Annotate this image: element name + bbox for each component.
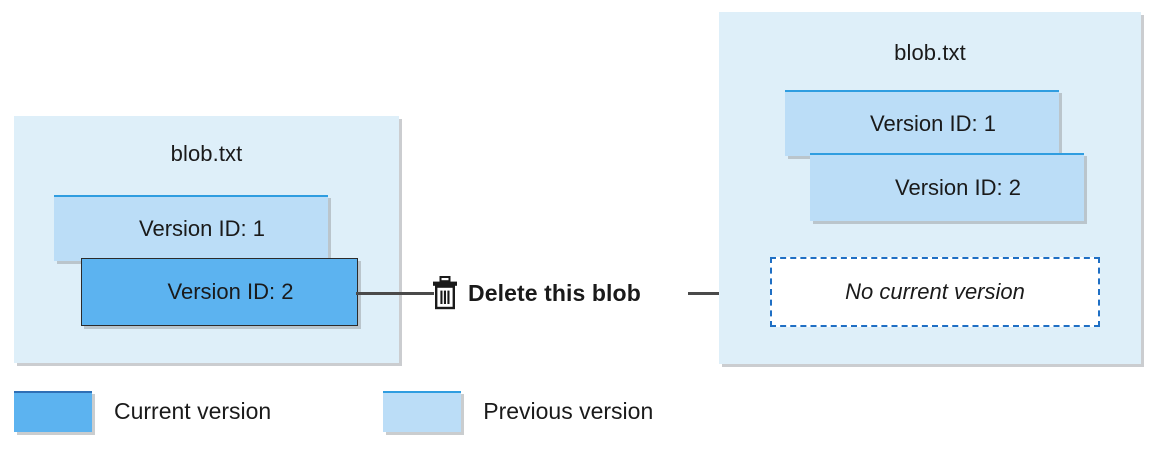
legend-item-current-version: Current version bbox=[14, 391, 271, 432]
version-block-previous-1-after: Version ID: 1 bbox=[785, 90, 1059, 156]
trash-icon bbox=[432, 276, 458, 310]
blob-container-after: blob.txt Version ID: 1 Version ID: 2 No … bbox=[719, 12, 1141, 364]
version-block-previous-1: Version ID: 1 bbox=[54, 195, 328, 261]
legend-item-previous-version: Previous version bbox=[383, 391, 653, 432]
delete-blob-action: Delete this blob bbox=[432, 272, 641, 314]
blob-name-before: blob.txt bbox=[170, 141, 243, 166]
legend-label-current-version: Current version bbox=[114, 398, 272, 424]
blob-name-after: blob.txt bbox=[894, 40, 966, 65]
legend: Current version Previous version bbox=[14, 391, 653, 432]
blob-container-before: blob.txt Version ID: 1 Version ID: 2 bbox=[14, 116, 399, 363]
version-block-previous-2-after: Version ID: 2 bbox=[810, 153, 1084, 221]
version-block-current-2: Version ID: 2 bbox=[81, 258, 358, 326]
delete-blob-label: Delete this blob bbox=[468, 279, 641, 306]
connector-line-left bbox=[356, 292, 434, 295]
no-current-version-placeholder: No current version bbox=[770, 257, 1100, 327]
legend-swatch-current-version bbox=[14, 391, 92, 432]
legend-swatch-previous-version bbox=[383, 391, 462, 432]
legend-label-previous-version: Previous version bbox=[483, 398, 654, 424]
